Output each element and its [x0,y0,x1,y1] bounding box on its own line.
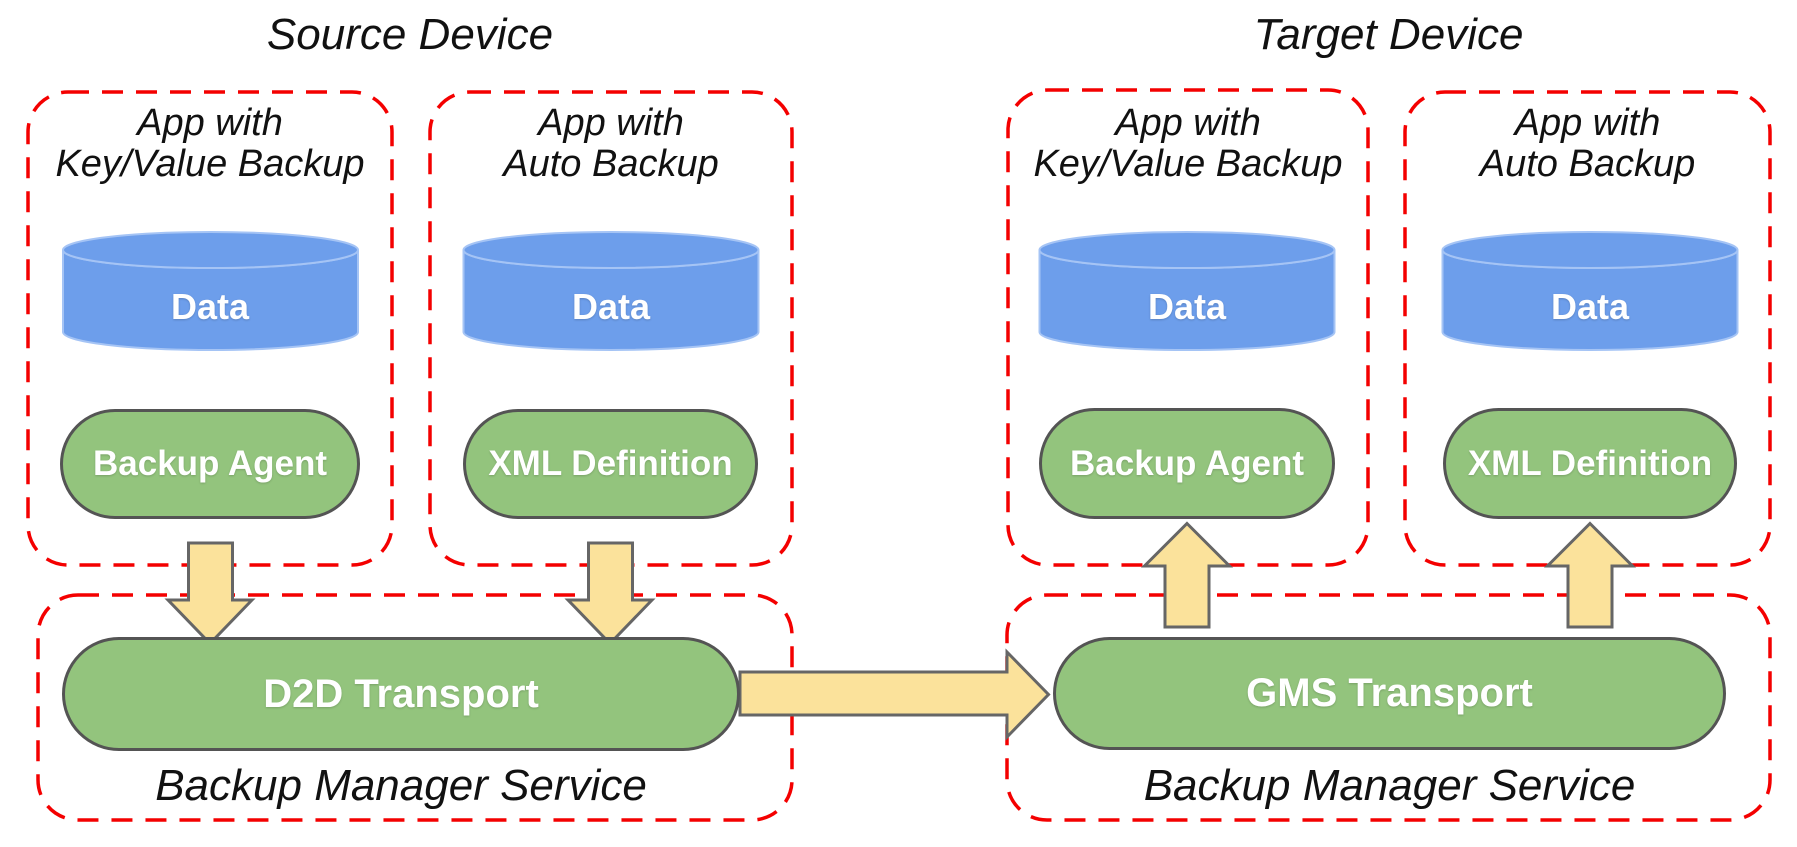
source-auto-data-cylinder [462,231,760,351]
source-backup-manager-service-label: Backup Manager Service [155,761,647,810]
source-keyvalue-data-label: Data [170,286,250,327]
app-label-line1: App with [1115,102,1261,144]
app-label-line2: Key/Value Backup [1033,143,1343,185]
source-backup-agent-pill: Backup Agent [60,409,360,519]
target-keyvalue-app-label: App with Key/Value Backup [1008,103,1368,185]
source-xml-definition-down-arrow [564,541,656,646]
source-auto-app-box-outline [428,90,794,567]
target-auto-data-label: Data [1550,286,1630,327]
source-backup-agent-down-arrow [164,541,256,646]
source-keyvalue-app-label: App with Key/Value Backup [28,103,392,185]
target-xml-definition-pill: XML Definition [1443,408,1737,519]
source-backup-manager-service-box-outline [36,593,794,822]
target-auto-app-label: App with Auto Backup [1405,103,1770,185]
target-auto-data-cylinder [1441,231,1739,351]
app-label-line2: Auto Backup [1479,143,1696,185]
target-keyvalue-data-cylinder [1038,231,1336,351]
app-label-line2: Key/Value Backup [55,143,365,185]
target-backup-agent-up-arrow [1140,521,1234,629]
source-xml-definition-pill: XML Definition [463,409,758,519]
source-auto-data-label: Data [571,286,651,327]
target-auto-app-box-outline [1403,90,1772,567]
app-label-line1: App with [538,102,684,144]
target-xml-definition-up-arrow [1543,521,1637,629]
target-keyvalue-data-label: Data [1147,286,1227,327]
gms-transport-pill: GMS Transport [1053,637,1726,750]
source-device-title: Source Device [266,10,554,59]
source-keyvalue-data-cylinder [62,231,359,351]
target-keyvalue-app-box-outline [1006,88,1370,567]
source-keyvalue-app-box-outline [26,90,394,567]
app-label-line1: App with [137,102,283,144]
target-backup-manager-service-label: Backup Manager Service [1143,761,1636,810]
app-label-line1: App with [1514,102,1661,144]
d2d-to-gms-transport-arrow [738,648,1051,741]
target-device-title: Target Device [1253,10,1524,59]
d2d-transport-pill: D2D Transport [62,637,740,751]
app-label-line2: Auto Backup [503,143,719,185]
target-backup-agent-pill: Backup Agent [1039,408,1335,519]
source-auto-app-label: App with Auto Backup [430,103,792,185]
